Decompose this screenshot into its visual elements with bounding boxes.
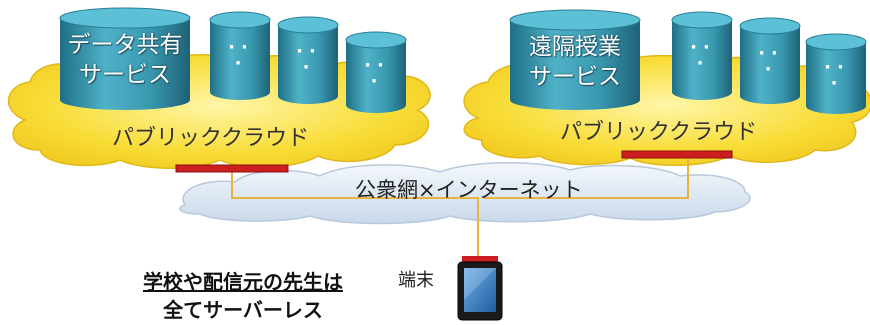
school-note: 学校や配信元の先生は 全てサーバーレス: [118, 268, 368, 324]
connector-left: [175, 164, 289, 173]
school-note-line-1: 学校や配信元の先生は: [143, 270, 343, 294]
cloud-label-left: パブリッククラウド: [112, 126, 310, 151]
connector-right: [621, 150, 733, 159]
service-title-line-2: サービス: [79, 62, 171, 88]
database-cylinder-icon: [509, 9, 641, 110]
ellipsis-dots-icon: ···: [690, 37, 716, 74]
ellipsis-dots-icon: ···: [228, 37, 254, 74]
connection-lines: [231, 157, 689, 258]
service-title-line-1: 遠隔授業: [529, 34, 621, 60]
tablet-icon: [457, 256, 503, 321]
cloud-label-right: パブリッククラウド: [560, 120, 758, 145]
database-cylinder-icon: [739, 17, 801, 104]
database-cylinder-icon: [59, 7, 191, 110]
ellipsis-dots-icon: ···: [758, 43, 784, 80]
ellipsis-dots-icon: ···: [824, 57, 850, 94]
network-cloud: [179, 162, 751, 225]
database-cylinder-icon: [805, 33, 867, 114]
service-title-line-1: データ共有: [67, 32, 183, 58]
database-cylinder-icon: [277, 16, 339, 104]
ellipsis-dots-icon: ···: [364, 55, 390, 92]
service-title-left: データ共有 サービス: [62, 30, 188, 90]
school-note-line-2: 全てサーバーレス: [163, 298, 323, 322]
service-title-line-2: サービス: [529, 64, 621, 90]
database-cylinder-icon: [209, 11, 271, 100]
database-cylinder-icon: [345, 31, 407, 113]
ellipsis-dots-icon: ···: [296, 41, 322, 78]
service-title-right: 遠隔授業 サービス: [512, 32, 638, 92]
database-cylinder-icon: [671, 11, 733, 100]
network-label: 公衆網×インターネット: [355, 178, 583, 202]
terminal-label: 端末: [398, 270, 434, 291]
